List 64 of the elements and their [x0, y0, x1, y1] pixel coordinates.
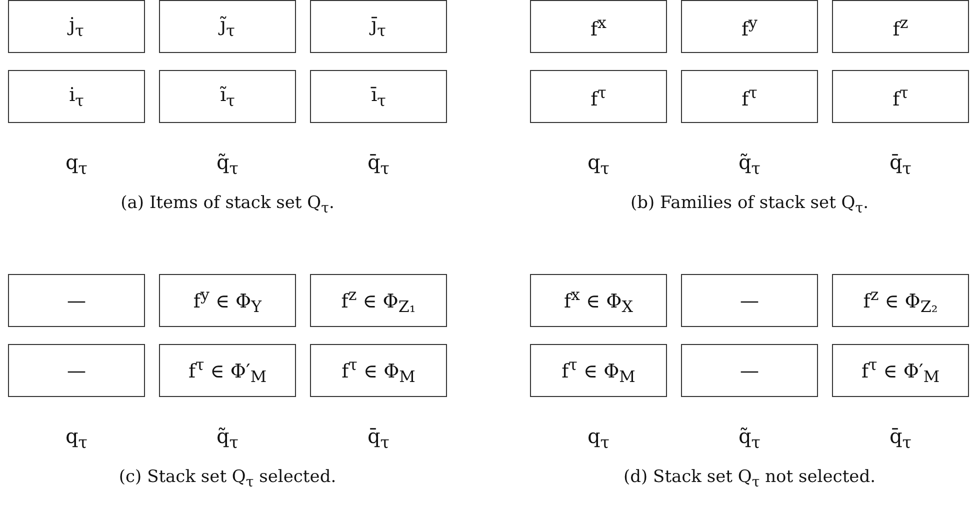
cell-text: i$_{τ}$	[69, 84, 84, 110]
cell-box	[530, 0, 667, 53]
cell-box	[530, 70, 667, 123]
subfigure-caption: (b) Families of stack set Q$_{τ}$.	[630, 193, 868, 216]
column-label: q̄$_{τ}$	[889, 150, 912, 178]
cell-box	[159, 70, 296, 123]
cell-box	[310, 274, 447, 327]
cell-box	[8, 344, 145, 397]
cell-box	[8, 0, 145, 53]
cell-text: —	[740, 290, 759, 312]
cell-box	[681, 344, 818, 397]
cell-text: f$^{y}$ ∈ Φ$_{Y}$	[193, 284, 262, 316]
column-label: q̃$_{τ}$	[216, 424, 239, 452]
subfigure-caption: (a) Items of stack set Q$_{τ}$.	[120, 193, 334, 216]
column-label: q̃$_{τ}$	[216, 150, 239, 178]
cell-text: f$^{τ}$ ∈ Φ′$_{M}$	[188, 354, 267, 386]
cell-text: f$^{y}$	[742, 12, 758, 40]
cell-text: f$^{τ}$	[590, 82, 606, 110]
column-label: q$_{τ}$	[587, 424, 610, 452]
cell-box	[832, 0, 969, 53]
cell-box	[530, 274, 667, 327]
cell-box	[832, 70, 969, 123]
column-label: q̄$_{τ}$	[367, 150, 390, 178]
cell-text: j̃$_{τ}$	[220, 14, 235, 40]
cell-box	[310, 70, 447, 123]
column-label: q$_{τ}$	[65, 424, 88, 452]
cell-text: f$^{τ}$	[742, 82, 758, 110]
cell-text: j̄$_{τ}$	[371, 14, 386, 40]
cell-text: —	[67, 360, 86, 382]
cell-text: f$^{x}$	[590, 12, 606, 40]
cell-text: ĩ$_{τ}$	[220, 84, 235, 110]
cell-box	[681, 70, 818, 123]
column-label: q̄$_{τ}$	[889, 424, 912, 452]
cell-box	[8, 70, 145, 123]
cell-box	[310, 344, 447, 397]
cell-text: ī$_{τ}$	[371, 84, 386, 110]
column-label: q̄$_{τ}$	[367, 424, 390, 452]
cell-text: —	[740, 360, 759, 382]
column-label: q̃$_{τ}$	[738, 150, 761, 178]
cell-text: f$^{τ}$ ∈ Φ$_{M}$	[562, 354, 636, 386]
cell-text: f$^{z}$ ∈ Φ$_{Z₁}$	[341, 284, 416, 316]
subfigure-caption: (c) Stack set Q$_{τ}$ selected.	[118, 467, 336, 490]
cell-box	[159, 0, 296, 53]
cell-box	[310, 0, 447, 53]
cell-text: f$^{z}$ ∈ Φ$_{Z₂}$	[863, 284, 938, 316]
cell-text: f$^{τ}$ ∈ Φ$_{M}$	[342, 354, 416, 386]
column-label: q̃$_{τ}$	[738, 424, 761, 452]
cell-box	[681, 0, 818, 53]
cell-text: —	[67, 290, 86, 312]
column-label: q$_{τ}$	[587, 150, 610, 178]
cell-box	[159, 344, 296, 397]
column-label: q$_{τ}$	[65, 150, 88, 178]
cell-text: f$^{x}$ ∈ Φ$_{X}$	[564, 284, 633, 316]
cell-box	[530, 344, 667, 397]
cell-text: f$^{z}$	[892, 12, 908, 40]
cell-box	[681, 274, 818, 327]
cell-text: f$^{τ}$ ∈ Φ′$_{M}$	[861, 354, 940, 386]
cell-text: f$^{τ}$	[892, 82, 908, 110]
subfigure-caption: (d) Stack set Q$_{τ}$ not selected.	[624, 467, 876, 490]
cell-text: j$_{τ}$	[69, 14, 84, 40]
cell-box	[832, 344, 969, 397]
cell-box	[832, 274, 969, 327]
cell-box	[8, 274, 145, 327]
cell-box	[159, 274, 296, 327]
